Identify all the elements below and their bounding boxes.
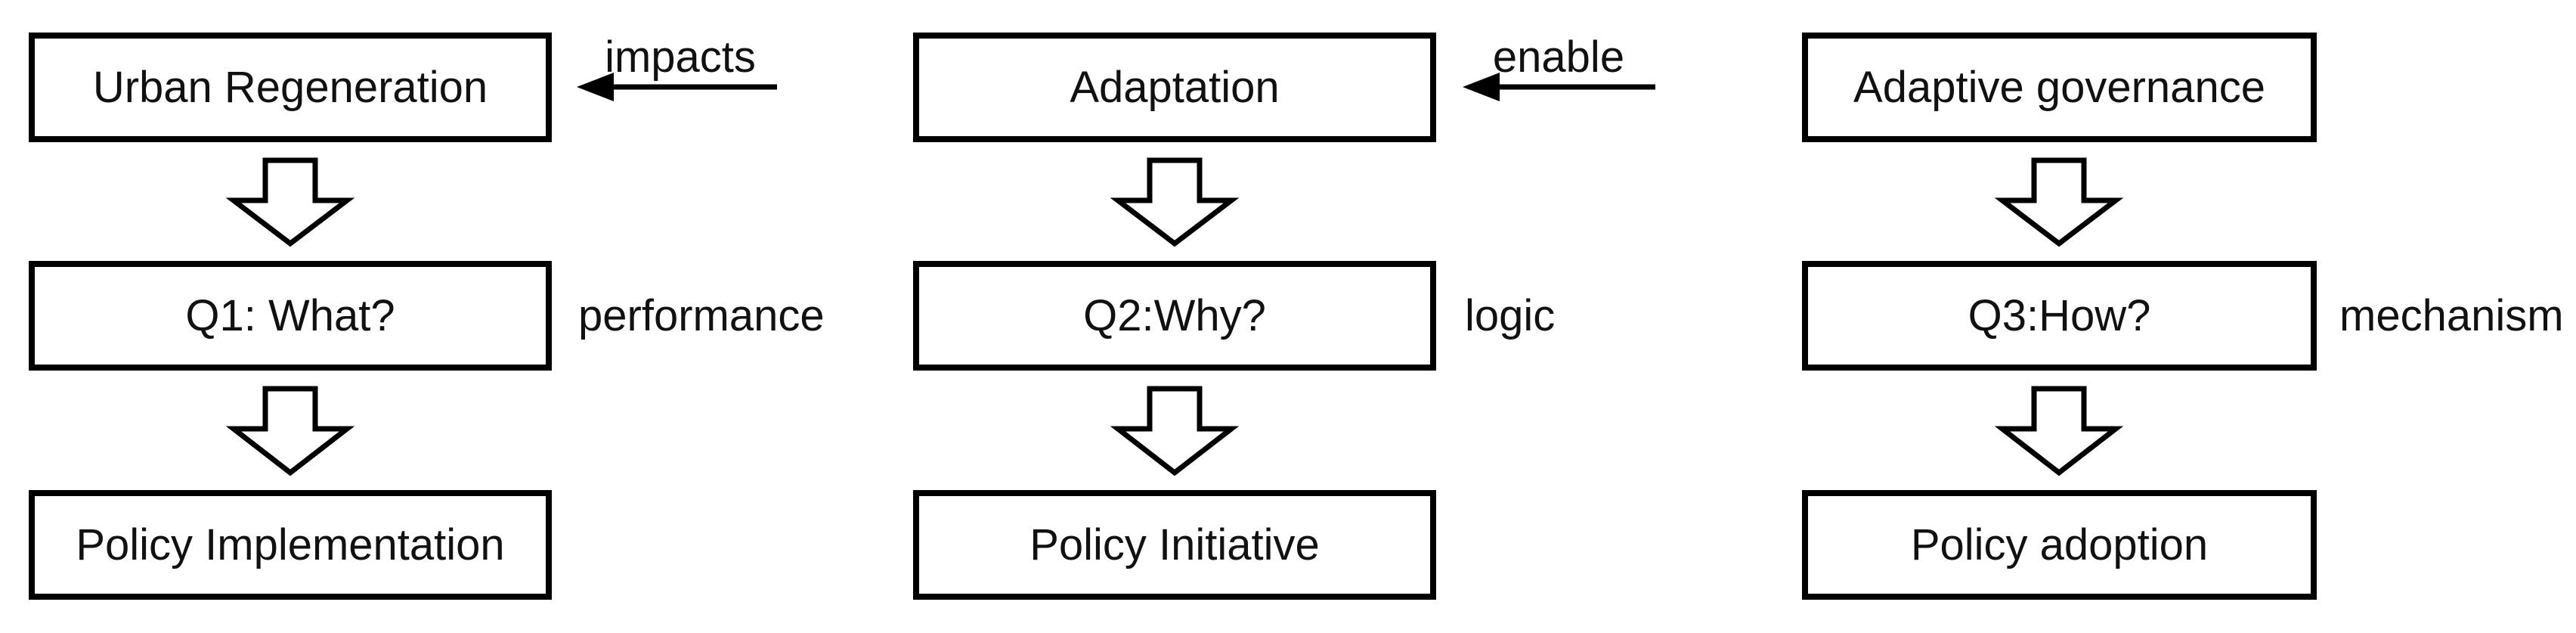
node-policy-implementation: Policy Implementation [29, 490, 552, 600]
node-label: Urban Regeneration [92, 63, 488, 112]
node-adaptation: Adaptation [913, 33, 1436, 142]
node-q1-what: Q1: What? [29, 261, 552, 371]
node-label: Q1: What? [185, 291, 395, 340]
node-q3-how: Q3:How? [1802, 261, 2317, 371]
node-label: Policy Initiative [1029, 520, 1320, 569]
node-label: Policy Implementation [76, 520, 505, 569]
node-policy-initiative: Policy Initiative [913, 490, 1436, 600]
mechanism-label: mechanism [2339, 291, 2564, 340]
node-adaptive-governance: Adaptive governance [1802, 33, 2317, 142]
node-label: Policy adoption [1910, 520, 2209, 569]
node-label: Q2:Why? [1083, 291, 1266, 340]
performance-label: performance [578, 291, 825, 340]
node-label: Adaptive governance [1853, 63, 2265, 112]
node-policy-adoption: Policy adoption [1802, 490, 2317, 600]
enable-arrow-label: enable [1492, 33, 1625, 82]
node-urban-regeneration: Urban Regeneration [29, 33, 552, 142]
logic-label: logic [1465, 291, 1556, 340]
node-label: Q3:How? [1968, 291, 2151, 340]
impacts-arrow-label: impacts [605, 33, 756, 82]
node-q2-why: Q2:Why? [913, 261, 1436, 371]
node-label: Adaptation [1070, 63, 1280, 112]
